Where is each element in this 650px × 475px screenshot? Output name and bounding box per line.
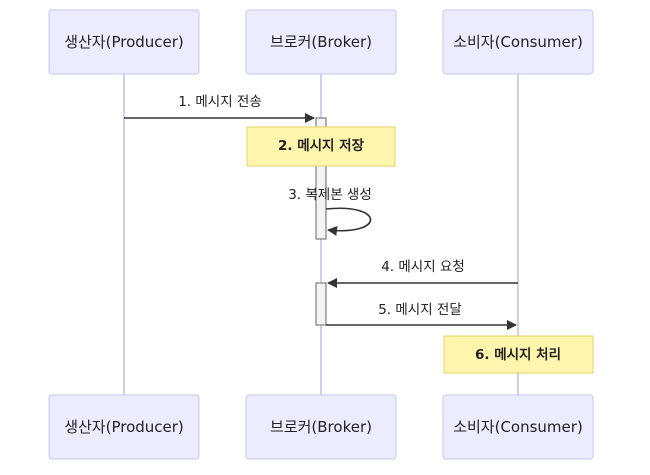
self-message-arrow [325, 207, 372, 236]
message-label: 3. 복제본 생성 [288, 187, 372, 203]
note-box [246, 126, 396, 167]
note-process: 6. 메시지 처리 [443, 335, 594, 374]
broker-activation-2 [315, 282, 327, 326]
note-box [443, 335, 594, 374]
actor-consumer-top: 소비자(Consumer) [442, 9, 594, 75]
actor-producer-bottom: 생산자(Producer) [48, 394, 200, 460]
message-label: 5. 메시지 전달 [378, 302, 462, 318]
message-deliver: 5. 메시지 전달 [326, 302, 517, 330]
message-send: 1. 메시지 전송 [124, 94, 315, 123]
message-label: 1. 메시지 전송 [178, 94, 262, 110]
message-replicate: 3. 복제본 생성 [288, 187, 372, 236]
note-label: 6. 메시지 처리 [475, 347, 561, 363]
note-label: 2. 메시지 저장 [278, 137, 365, 154]
message-label: 4. 메시지 요청 [381, 259, 465, 275]
actor-broker-bottom: 브로커(Broker) [245, 394, 397, 460]
actor-consumer-bottom: 소비자(Consumer) [442, 394, 594, 460]
message-request: 4. 메시지 요청 [327, 259, 518, 288]
note-store: 2. 메시지 저장 [246, 126, 396, 167]
actor-label: 소비자(Consumer) [453, 418, 583, 436]
actor-broker-top: 브로커(Broker) [245, 9, 397, 75]
actor-label: 브로커(Broker) [270, 418, 372, 436]
actor-label: 생산자(Producer) [64, 33, 184, 51]
actor-label: 브로커(Broker) [270, 33, 372, 51]
actor-label: 생산자(Producer) [64, 418, 184, 436]
broker-activation-1 [315, 117, 327, 240]
actor-label: 소비자(Consumer) [453, 33, 583, 51]
actor-producer-top: 생산자(Producer) [48, 9, 200, 75]
